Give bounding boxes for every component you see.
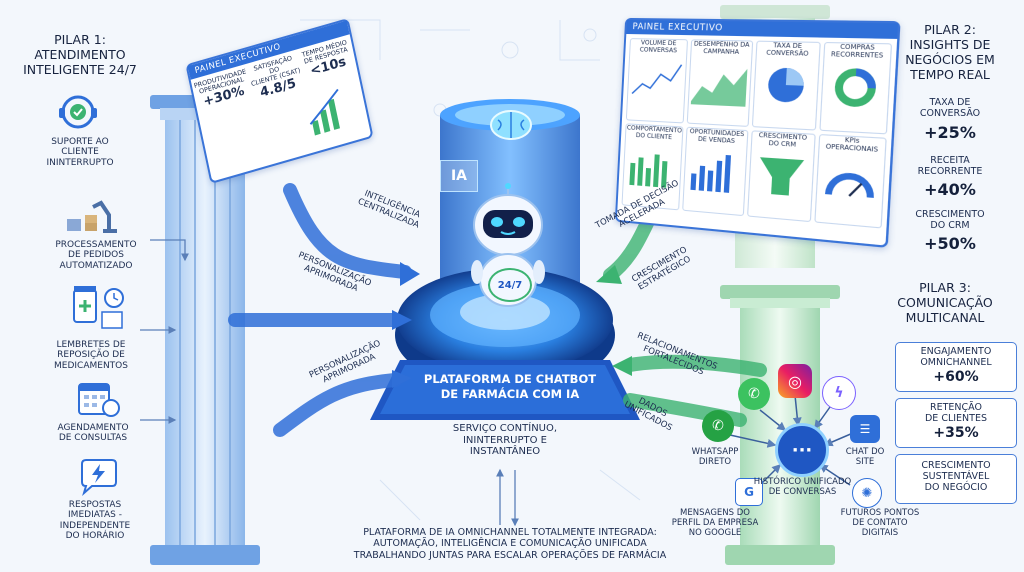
metric-label: RECEITA RECORRENTE [917,155,983,177]
channel-label-chat: CHAT DO SITE [845,447,885,467]
dashboard-tile: DESEMPENHO DA CAMPANHA [686,39,753,127]
funnel-chart-icon [757,157,804,197]
channel-label-whatsapp: WHATSAPP DIRETO [691,447,739,467]
headset-icon [55,92,101,136]
metric-label: CRESCIMENTO DO CRM [915,209,985,231]
metric-value: +35% [933,424,979,441]
pillar1-item-label: PROCESSAMENTO DE PEDIDOS AUTOMATIZADO [55,240,137,271]
channel-label-google: MENSAGENS DO PERFIL DA EMPRESA NO GOOGLE [671,508,759,538]
metric-value: +50% [924,234,976,253]
dashboard-tile: CRESCIMENTO DO CRM [746,130,816,223]
pie-chart-icon [766,67,805,103]
pillar3-title: PILAR 3: COMUNICAÇÃO MULTICANAL [897,280,993,325]
messenger-icon: ϟ [822,376,856,410]
metric-value: +60% [933,368,979,385]
chat-lightning-icon [78,458,122,500]
metric-card: ENGAJAMENTO OMNICHANNEL +60% [895,342,1017,392]
site-chat-icon: ☰ [850,415,880,443]
dashboard-tile: KPIs OPERACIONAIS [814,133,887,229]
whatsapp-icon: ✆ [738,378,770,410]
area-chart-icon [691,67,748,107]
metric-card: RETENÇÃO DE CLIENTES +35% [895,398,1017,448]
ia-label: IA [440,160,478,192]
whatsapp-direct-icon: ✆ [702,410,734,442]
metric-label: ENGAJAMENTO OMNICHANNEL [920,346,992,368]
mini-bar-chart-icon [309,89,341,136]
executive-panel-right: PAINEL EXECUTIVO VOLUME DE CONVERSAS DES… [614,17,901,248]
dashboard-tile: TAXA DE CONVERSÃO [751,40,821,131]
dashboard-tile: VOLUME DE CONVERSAS [625,38,689,124]
tile-label: DESEMPENHO DA CAMPANHA [693,40,750,57]
channel-label-historico: HISTÓRICO UNIFICADO DE CONVERSAS [753,477,852,497]
service-text: SERVIÇO CONTÍNUO, ININTERRUPTO E INSTANT… [452,423,558,457]
executive-panel-left: PAINEL EXECUTIVO PRODUTIVIDADE OPERACION… [185,17,374,185]
metric-card: CRESCIMENTO SUSTENTÁVEL DO NEGÓCIO [895,454,1017,504]
tile-label: TAXA DE CONVERSÃO [766,42,809,58]
line-chart-icon [628,53,687,106]
brain-icon [486,108,536,146]
pillar1-item-label: LEMBRETES DE REPOSIÇÃO DE MEDICAMENTOS [54,340,128,371]
pillar1-item-label: AGENDAMENTO DE CONSULTAS [57,423,129,444]
robot-arm-icon [65,193,125,239]
tile-label: VOLUME DE CONVERSAS [639,39,678,55]
unified-chat-hub-icon: ··· [775,423,829,477]
gauge-icon [816,150,884,209]
metric-label: RETENÇÃO DE CLIENTES [924,402,987,424]
medicine-bottle-icon [70,284,130,336]
google-business-icon: G [735,478,763,506]
channel-label-futuros: FUTUROS PONTOS DE CONTATO DIGITAIS [840,508,920,538]
pillar1-item-label: SUPORTE AO CLIENTE ININTERRUPTO [46,137,114,168]
bar-chart-icon [629,154,668,188]
badge-24-7: 24/7 [488,268,532,302]
metric-value: +25% [924,123,976,142]
bar-chart-icon [690,154,732,193]
pillar2-title: PILAR 2: INSIGHTS DE NEGÓCIOS EM TEMPO R… [905,22,995,82]
pillar1-item-label: RESPOSTAS IMEDIATAS - INDEPENDENTE DO HO… [59,500,131,542]
metric-value: +40% [924,180,976,199]
calendar-icon [75,378,123,422]
future-channels-icon: ✺ [852,478,882,508]
footer-text: PLATAFORMA DE IA OMNICHANNEL TOTALMENTE … [353,527,667,561]
platform-title: PLATAFORMA DE CHATBOT DE FARMÁCIA COM IA [423,372,597,401]
metric-label: CRESCIMENTO SUSTENTÁVEL DO NEGÓCIO [921,460,991,493]
metric-label: TAXA DE CONVERSÃO [919,97,981,119]
instagram-icon: ◎ [778,364,812,398]
dashboard-tile: COMPORTAMENTO DO CLIENTE [621,123,684,211]
dashboard-tile: OPORTUNIDADES DE VENDAS [682,126,748,217]
pillar1-title: PILAR 1: ATENDIMENTO INTELIGENTE 24/7 [23,32,137,77]
